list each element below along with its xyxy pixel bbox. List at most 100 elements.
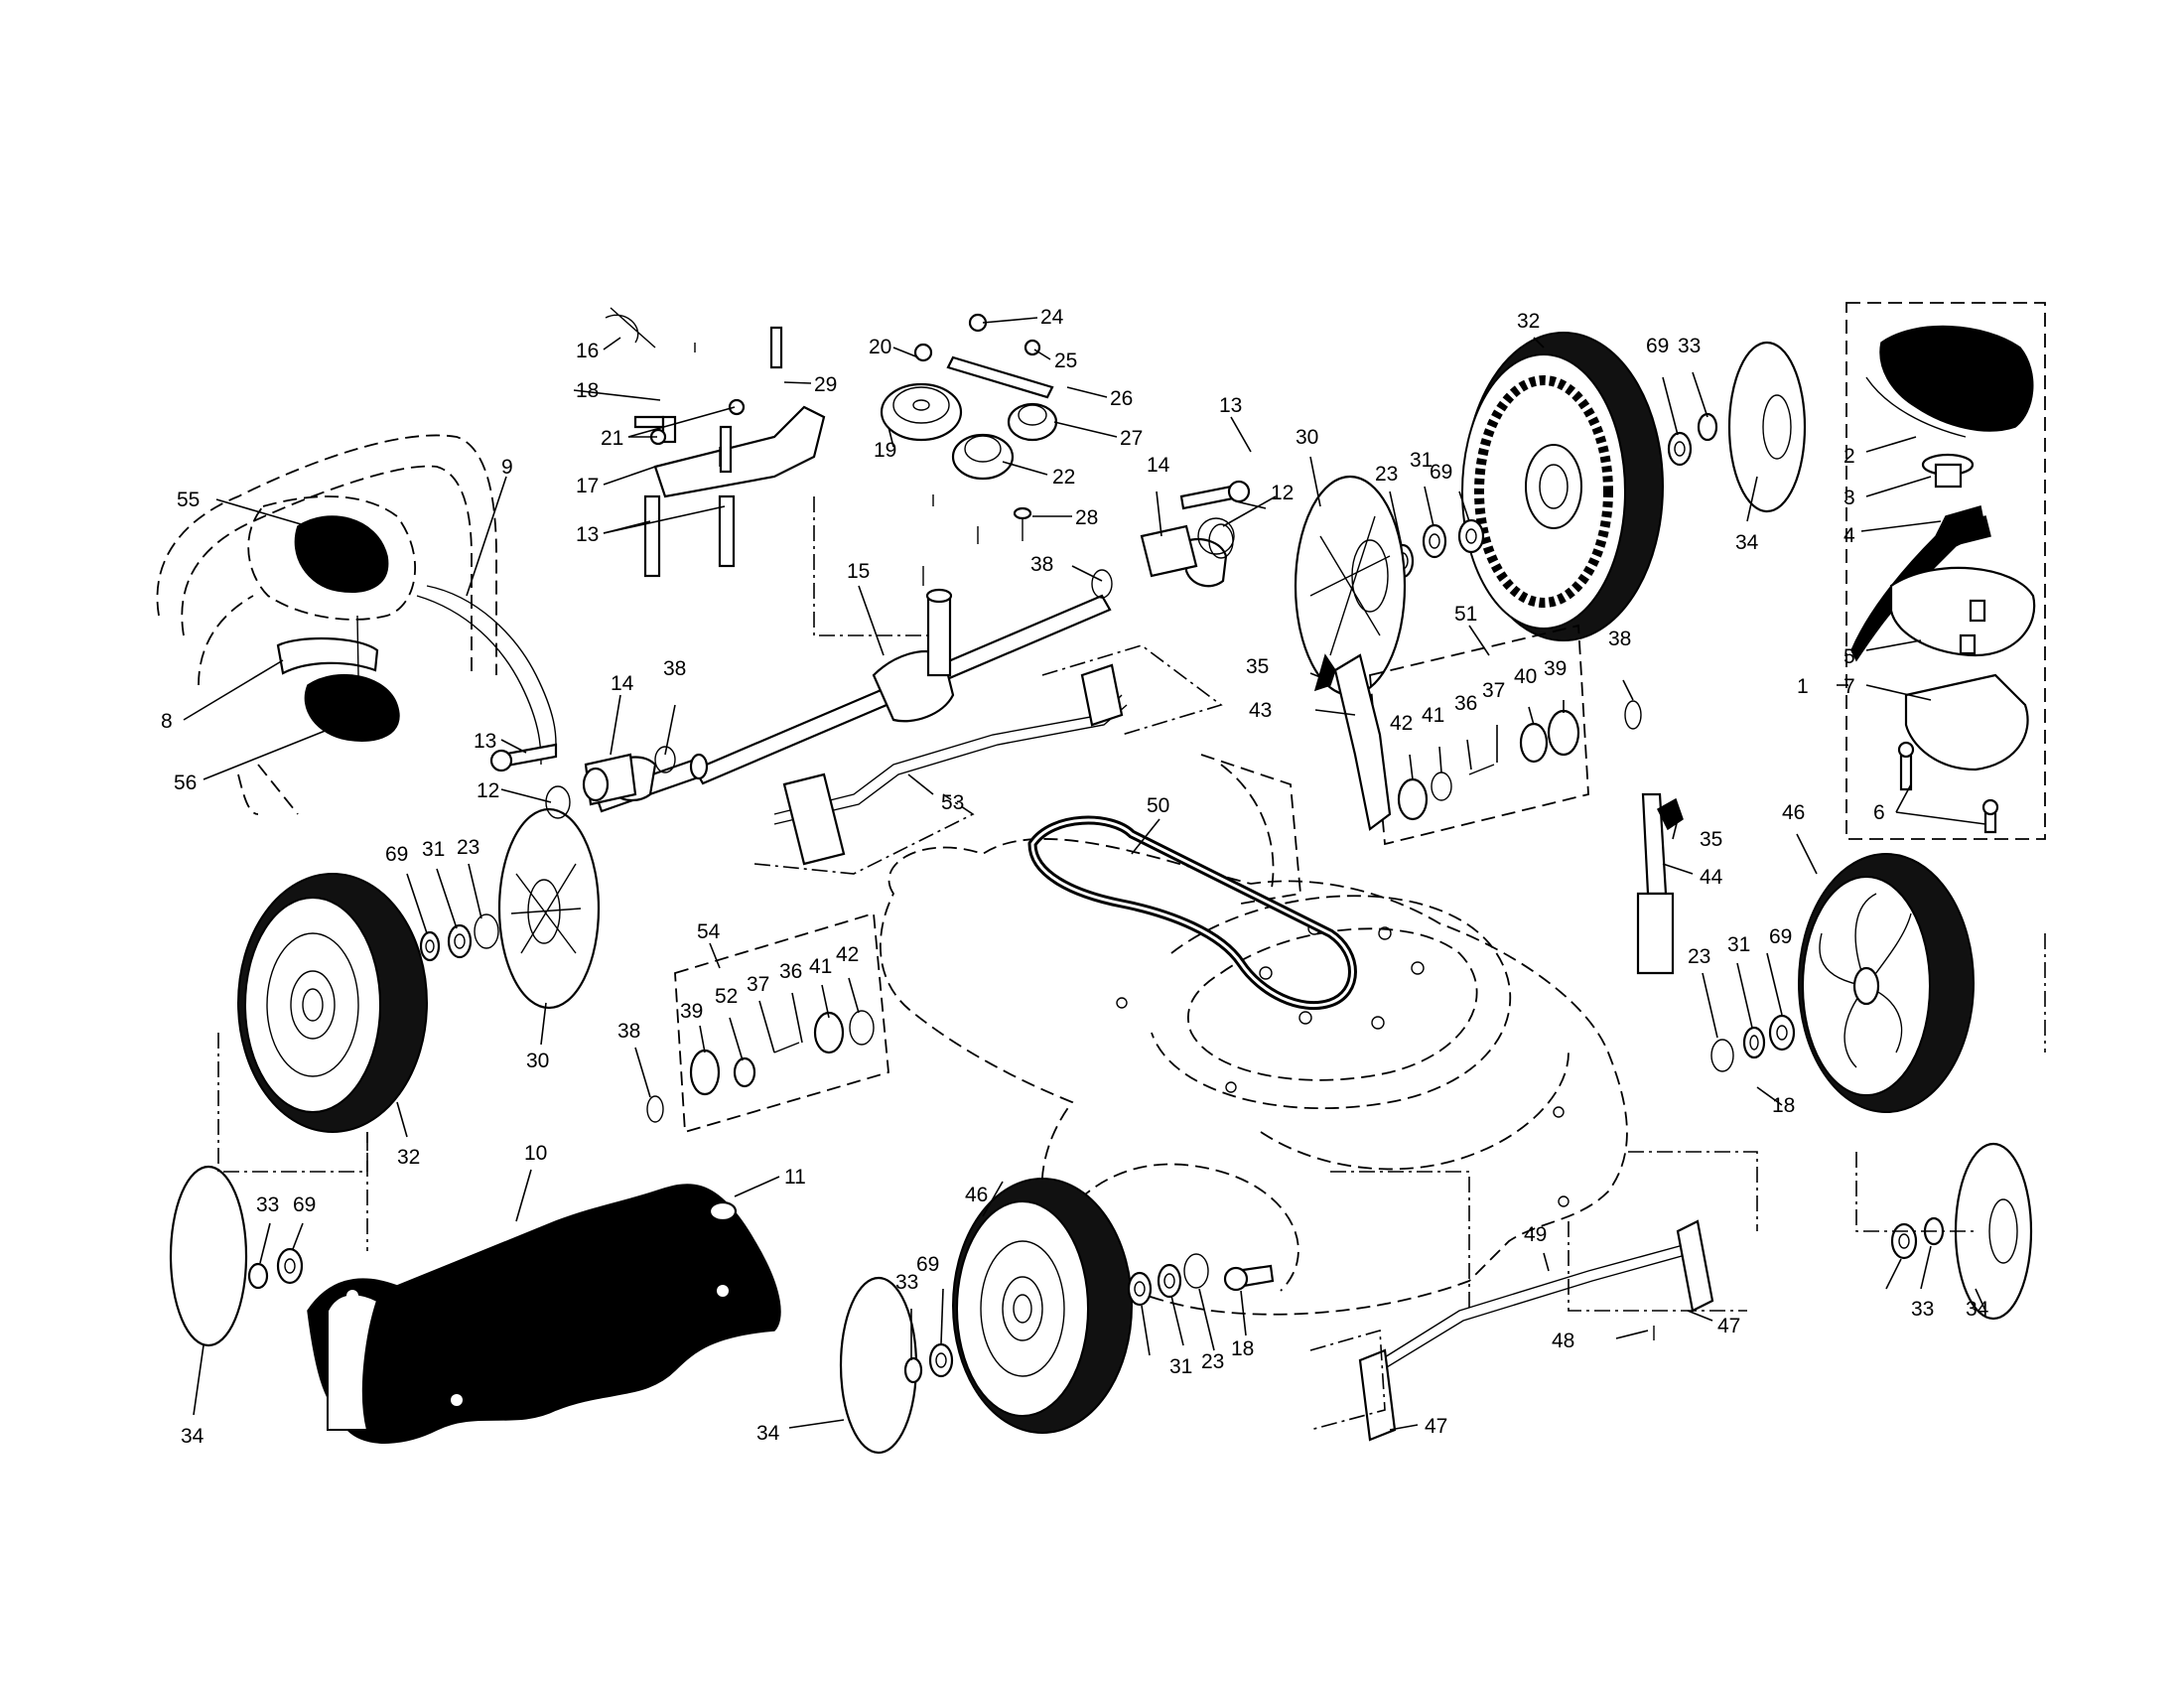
callout-38-kit51: 38 — [1608, 628, 1631, 650]
callout-7: 7 — [1843, 675, 1855, 698]
callout-23-left: 23 — [457, 836, 479, 859]
lever-44 — [1636, 792, 1684, 975]
callout-49: 49 — [1524, 1223, 1547, 1246]
callout-12-left: 12 — [477, 779, 499, 802]
callout-44: 44 — [1700, 866, 1723, 889]
gear-cover-30-top — [1294, 475, 1407, 697]
callout-8: 8 — [161, 710, 173, 733]
bearing-left — [489, 743, 676, 819]
rear-wheel-right — [1461, 332, 1664, 641]
callout-46-right: 46 — [1782, 801, 1805, 824]
callout-35-right: 35 — [1700, 828, 1722, 851]
callout-14-left: 14 — [611, 672, 634, 695]
callout-17: 17 — [576, 475, 599, 497]
kit-54 — [646, 912, 889, 1134]
washers-rear-right — [1391, 518, 1485, 579]
lever-43 — [1313, 653, 1392, 831]
washers-left — [419, 913, 499, 962]
callout-18-right: 18 — [1772, 1094, 1795, 1117]
callout-21: 21 — [601, 427, 623, 450]
pulleys — [880, 313, 1058, 541]
callout-69-left-a: 69 — [385, 843, 408, 866]
callout-13-bolts: 13 — [576, 523, 599, 546]
callout-30-top: 30 — [1296, 426, 1318, 449]
callout-2: 2 — [1843, 445, 1855, 468]
callout-23-top: 23 — [1375, 463, 1398, 486]
callout-41-kit54: 41 — [809, 955, 832, 978]
callout-10: 10 — [524, 1142, 547, 1165]
callout-37-kit54: 37 — [747, 973, 769, 996]
callout-18-top: 18 — [576, 379, 599, 402]
callout-13-left: 13 — [474, 730, 496, 753]
hub-cap-34-center — [839, 1276, 954, 1455]
callout-50: 50 — [1147, 794, 1169, 817]
bracket-17 — [605, 307, 826, 578]
callout-53: 53 — [941, 791, 964, 814]
front-wheel-right — [1798, 853, 1975, 1113]
height-rod-49 — [1309, 1219, 1714, 1442]
callout-46-center: 46 — [965, 1184, 988, 1206]
callout-40: 40 — [1514, 665, 1537, 688]
callout-36-kit51: 36 — [1454, 692, 1477, 715]
callout-47-left: 47 — [1425, 1415, 1447, 1438]
washers-front-center — [1127, 1253, 1275, 1307]
callout-32-left: 32 — [397, 1146, 420, 1169]
hub-cap-34-top — [1727, 341, 1807, 513]
callout-28: 28 — [1075, 506, 1098, 529]
callout-labels: 1 2 3 4 5 6 7 8 9 10 11 12 12 13 13 13 1… — [161, 306, 1989, 1448]
kit-box-1 — [1845, 302, 2046, 840]
callout-35-top: 35 — [1246, 655, 1269, 678]
callout-15: 15 — [847, 560, 870, 583]
callout-13-right: 13 — [1219, 394, 1242, 417]
callout-11: 11 — [784, 1166, 806, 1189]
washers-front-right — [1710, 1014, 1796, 1072]
callout-19: 19 — [874, 439, 896, 462]
gear-cover-30-left — [497, 807, 601, 1010]
callout-39-kit51: 39 — [1544, 657, 1567, 680]
callout-69-right: 69 — [1769, 925, 1792, 948]
callout-34-center: 34 — [756, 1422, 780, 1445]
callout-48: 48 — [1552, 1330, 1574, 1352]
nut-washer-top-right — [1667, 412, 1718, 467]
callout-31-right: 31 — [1727, 933, 1750, 956]
callout-29: 29 — [814, 373, 837, 396]
callout-52: 52 — [715, 985, 738, 1008]
callout-54: 54 — [697, 920, 721, 943]
callout-69-left-b: 69 — [293, 1193, 316, 1216]
rear-skirt — [307, 1184, 781, 1444]
callout-14-right: 14 — [1147, 454, 1170, 477]
callout-55: 55 — [177, 489, 200, 511]
handle-assembly — [156, 434, 557, 815]
drive-belt — [1027, 815, 1357, 1011]
kit-51 — [1369, 624, 1642, 846]
callout-33-right: 33 — [1911, 1298, 1934, 1321]
callout-41-kit51: 41 — [1422, 704, 1444, 727]
callout-22: 22 — [1052, 466, 1075, 489]
callout-36-kit54: 36 — [779, 960, 802, 983]
callout-43: 43 — [1249, 699, 1272, 722]
leader-lines — [183, 317, 1986, 1431]
callout-69-top-a: 69 — [1430, 461, 1452, 484]
callout-6: 6 — [1873, 801, 1885, 824]
callout-37-kit51: 37 — [1482, 679, 1505, 702]
callout-25: 25 — [1054, 350, 1077, 372]
bolt-11 — [708, 1200, 738, 1239]
callout-69-center: 69 — [916, 1253, 939, 1276]
callout-20: 20 — [869, 336, 891, 358]
callout-24: 24 — [1040, 306, 1064, 329]
callout-5: 5 — [1843, 645, 1855, 668]
callout-39-kit54: 39 — [680, 1000, 703, 1023]
axle-gearbox — [594, 517, 1235, 813]
front-wheel-left — [237, 873, 428, 1133]
callout-34-right: 34 — [1966, 1298, 1989, 1321]
callout-32-top: 32 — [1517, 310, 1540, 333]
callout-23-right: 23 — [1688, 945, 1710, 968]
callout-31-center: 31 — [1169, 1355, 1192, 1378]
callout-38-axle: 38 — [663, 657, 686, 680]
callout-33-top: 33 — [1678, 335, 1701, 357]
hub-cap-34-left — [169, 1165, 304, 1347]
callout-38-gear: 38 — [1030, 553, 1053, 576]
callout-34-top: 34 — [1735, 531, 1759, 554]
callout-31-top: 31 — [1410, 449, 1433, 472]
